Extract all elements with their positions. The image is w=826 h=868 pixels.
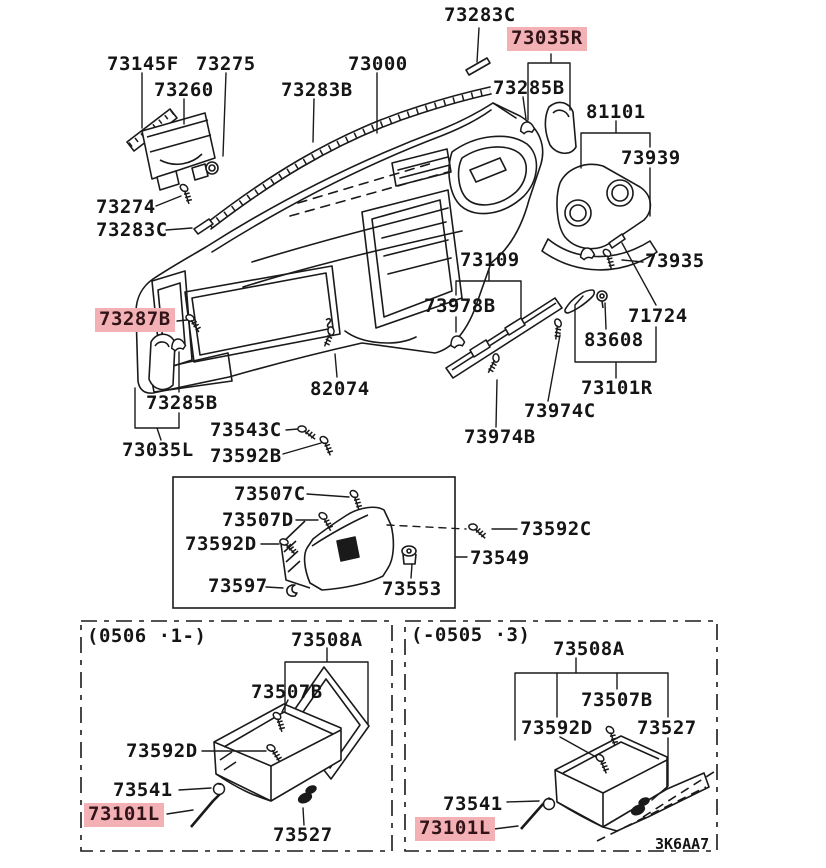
part-label-82074: 82074 bbox=[310, 378, 370, 400]
variant-box-left bbox=[80, 620, 393, 852]
leader-lines-left-box bbox=[166, 647, 369, 826]
under-cover-art bbox=[325, 233, 626, 379]
part-label-73275: 73275 bbox=[196, 53, 256, 75]
part-label-71724: 71724 bbox=[628, 305, 688, 327]
part-label-73507b-left: 73507B bbox=[251, 681, 323, 703]
part-label-73285b-lower: 73285B bbox=[146, 392, 218, 414]
part-label-73035l: 73035L bbox=[122, 439, 194, 461]
part-label-73145f: 73145F bbox=[107, 53, 179, 75]
variant-caption-right: (-0505 ·3) bbox=[411, 624, 531, 646]
part-label-73527-right: 73527 bbox=[637, 717, 697, 739]
part-label-73109: 73109 bbox=[460, 249, 520, 271]
part-label-73592c: 73592C bbox=[520, 518, 592, 540]
part-label-73592d-right: 73592D bbox=[521, 717, 593, 739]
part-label-73597: 73597 bbox=[208, 575, 268, 597]
part-label-73283c-top: 73283C bbox=[444, 4, 516, 26]
part-label-73035r[interactable]: 73035R bbox=[507, 27, 587, 51]
part-label-73553: 73553 bbox=[382, 578, 442, 600]
part-label-73508a-right: 73508A bbox=[553, 638, 625, 660]
part-label-73000: 73000 bbox=[348, 53, 408, 75]
part-label-73101l-left[interactable]: 73101L bbox=[84, 803, 164, 827]
part-label-73274: 73274 bbox=[96, 196, 156, 218]
part-label-83608: 83608 bbox=[584, 329, 644, 351]
part-label-73287b[interactable]: 73287B bbox=[95, 308, 175, 332]
part-label-73507b-right: 73507B bbox=[581, 689, 653, 711]
glovebox-art-left bbox=[190, 666, 370, 828]
part-label-73101r: 73101R bbox=[581, 377, 653, 399]
part-label-73541-left: 73541 bbox=[113, 779, 173, 801]
part-label-73507c: 73507C bbox=[234, 483, 306, 505]
variant-caption-left: (0506 ·1-) bbox=[87, 625, 207, 647]
part-label-73592d-detail: 73592D bbox=[185, 533, 257, 555]
part-label-81101: 81101 bbox=[586, 101, 646, 123]
part-label-73507d: 73507D bbox=[222, 509, 294, 531]
part-label-73592d-left: 73592D bbox=[126, 740, 198, 762]
part-label-73541-right: 73541 bbox=[443, 793, 503, 815]
part-label-73283b: 73283B bbox=[281, 79, 353, 101]
garnish-art bbox=[148, 101, 577, 391]
part-label-73260: 73260 bbox=[154, 79, 214, 101]
part-label-73508a-left: 73508A bbox=[291, 629, 363, 651]
part-label-73527-left: 73527 bbox=[273, 824, 333, 846]
airbag-module-art bbox=[126, 108, 219, 191]
part-label-73101l-right[interactable]: 73101L bbox=[415, 817, 495, 841]
diagram-code: 3K6AA7 bbox=[655, 835, 710, 853]
part-label-73543c: 73543C bbox=[210, 419, 282, 441]
cluster-art bbox=[541, 163, 658, 271]
variant-box-right bbox=[404, 620, 718, 852]
glovebox-lid-detail-art bbox=[280, 506, 417, 597]
dashboard-art bbox=[135, 57, 544, 394]
part-label-73285b-top: 73285B bbox=[493, 77, 565, 99]
part-label-73939: 73939 bbox=[621, 147, 681, 169]
part-label-73592b: 73592B bbox=[210, 445, 282, 467]
part-label-73283c-left: 73283C bbox=[96, 219, 168, 241]
leader-lines-right-box bbox=[493, 657, 669, 830]
leader-lines-main bbox=[134, 27, 657, 455]
part-label-73974b: 73974B bbox=[464, 426, 536, 448]
part-label-73974c: 73974C bbox=[524, 400, 596, 422]
part-label-73978b: 73978B bbox=[424, 295, 496, 317]
part-label-73935: 73935 bbox=[645, 250, 705, 272]
part-label-73549: 73549 bbox=[470, 547, 530, 569]
leader-lines-detail bbox=[260, 493, 518, 589]
